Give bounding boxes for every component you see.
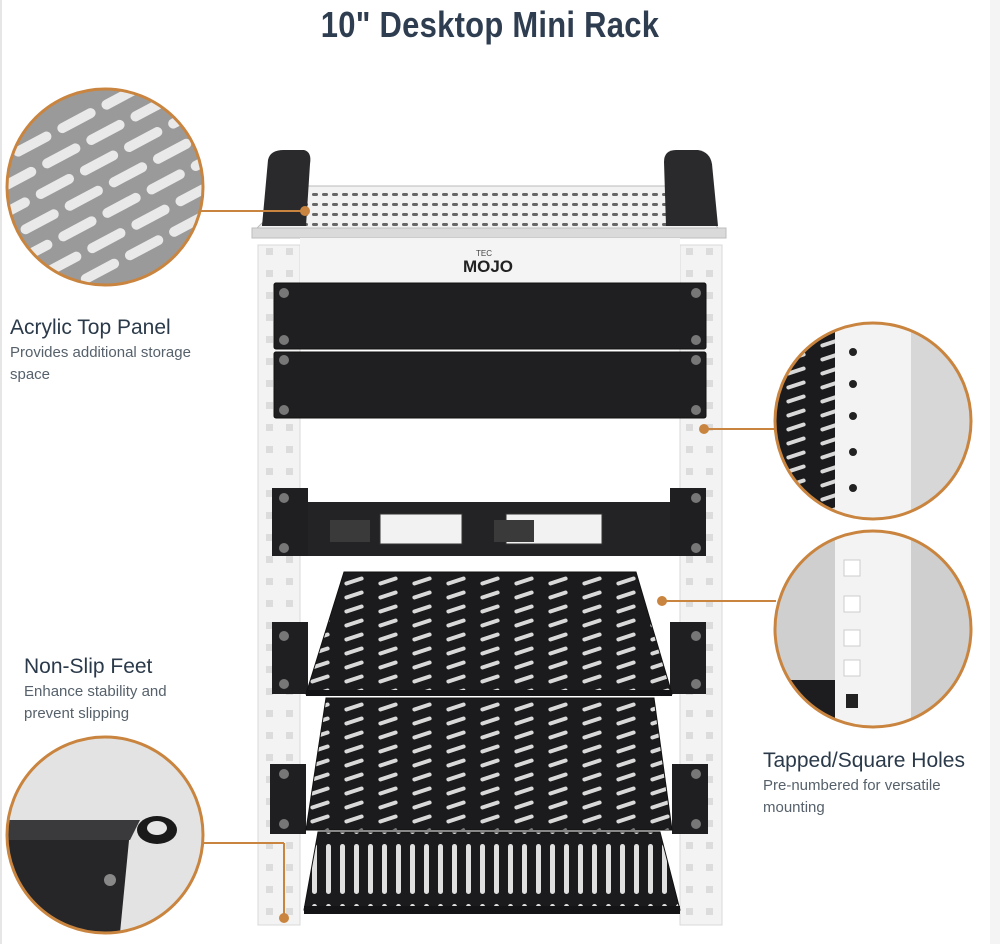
callout-desc-acrylic-top-panel-line2: space <box>10 366 51 383</box>
mounting-tray <box>272 488 706 556</box>
zoom-circle-square-holes <box>773 529 973 729</box>
right-handle-icon <box>664 150 718 226</box>
brand-logo-small: TEC <box>476 249 492 258</box>
callout-title-tapped-square-holes: Tapped/Square Holes <box>763 749 965 772</box>
blank-panel-1 <box>273 282 707 350</box>
zoom-circle-non-slip-feet <box>5 735 205 935</box>
callout-leaders <box>200 210 776 918</box>
zoom-circle-top-panel <box>5 87 205 287</box>
callout-desc-non-slip-feet-line1: Enhance stability and <box>24 683 167 700</box>
callout-title-non-slip-feet: Non-Slip Feet <box>24 655 153 678</box>
top-grille-panel <box>251 185 727 239</box>
vented-shelf-2 <box>270 697 708 834</box>
callout-desc-tapped-square-holes-line1: Pre-numbered for versatile <box>763 777 941 794</box>
callout-title-acrylic-top-panel: Acrylic Top Panel <box>10 316 171 339</box>
left-handle-icon <box>262 150 311 226</box>
brand-logo-main: MOJO <box>463 257 513 276</box>
callout-desc-acrylic-top-panel-line1: Provides additional storage <box>10 344 191 361</box>
bottom-vented-base <box>303 831 681 914</box>
page-title: 10" Desktop Mini Rack <box>320 4 660 45</box>
callout-desc-non-slip-feet-line2: prevent slipping <box>24 705 130 722</box>
callout-desc-tapped-square-holes-line2: mounting <box>763 799 825 816</box>
callout-dots <box>279 206 709 923</box>
zoom-circle-tapped-holes <box>773 321 973 521</box>
vented-shelf-1 <box>272 571 706 696</box>
brand-logo: TEC MOJO <box>300 238 680 282</box>
blank-panel-2 <box>273 351 707 419</box>
